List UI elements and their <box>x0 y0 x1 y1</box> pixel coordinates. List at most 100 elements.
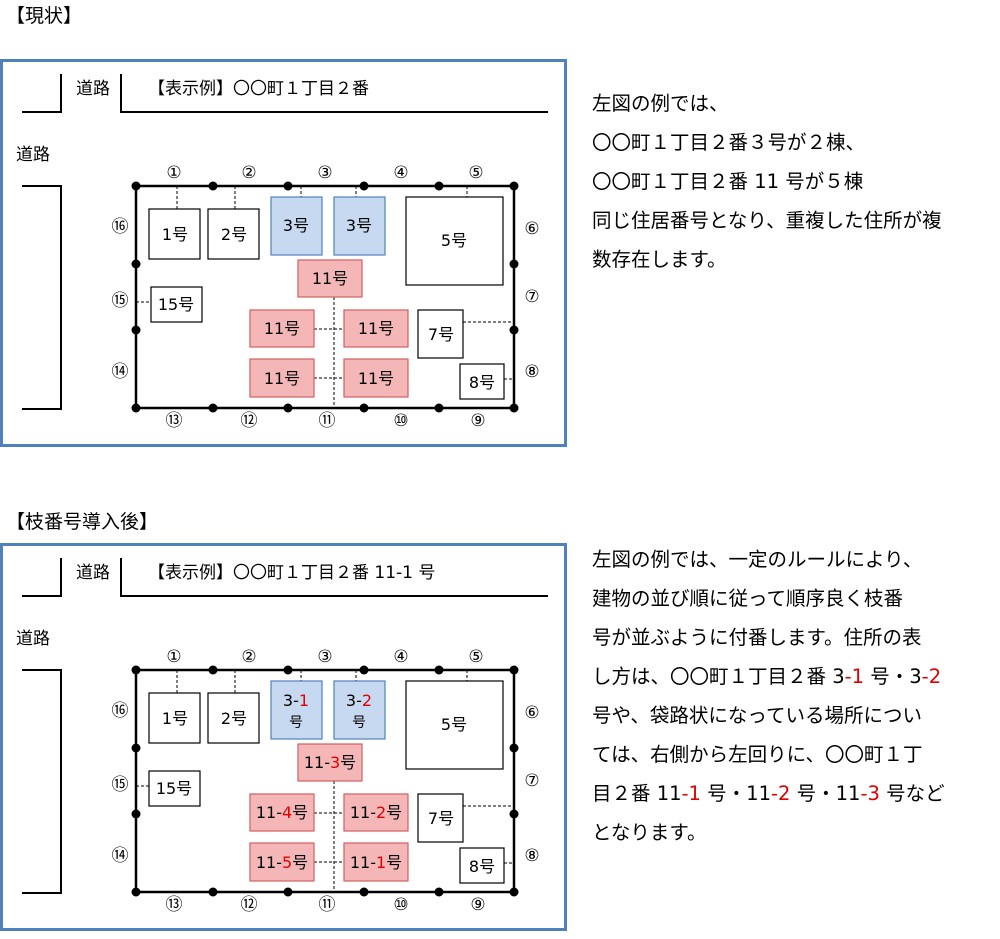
building-label: 2号 <box>221 225 247 244</box>
building-highlight-blue <box>270 196 323 256</box>
text-run-red: -1 <box>844 665 865 688</box>
building-label: 8号 <box>469 857 495 876</box>
point-dot <box>359 665 369 675</box>
point-dot <box>131 665 141 675</box>
point-dot <box>208 403 218 413</box>
label-prefix: 11- <box>304 753 330 772</box>
point-label: ⑬ <box>166 411 183 431</box>
point-dot <box>131 743 141 753</box>
building-highlight-blue <box>333 680 386 740</box>
buildings: 1号 2号 3-1 号 3-2 号 5号 11-3号 15号 11-4号 11-… <box>148 680 505 884</box>
point-dot <box>131 181 141 191</box>
building-label: 3号 <box>283 216 309 235</box>
building-highlight-red <box>297 259 363 298</box>
building-highlight-red <box>343 793 409 832</box>
building-highlight-blue <box>270 680 323 740</box>
point-dot <box>208 665 218 675</box>
boundary-points <box>131 665 519 897</box>
description-line: 同じ住居番号となり、重複した住所が複 <box>592 201 1000 240</box>
building <box>405 680 504 770</box>
description-line: ては、右側から左回りに、〇〇町１丁 <box>592 735 1000 774</box>
building-highlight-red <box>297 743 363 782</box>
branch-number: 1 <box>376 853 386 872</box>
example-label: 【表示例】〇〇町１丁目２番 <box>148 79 369 99</box>
point-labels: ① ② ③ ④ ⑤ ⑥ ⑦ ⑧ ⑨ ⑩ ⑪ ⑫ ⑬ ⑭ ⑮ ⑯ <box>112 163 540 431</box>
point-label: ⑫ <box>241 411 258 431</box>
text-run-red: -1 <box>681 782 701 805</box>
text-run: 号・11 <box>790 782 861 805</box>
building <box>417 309 464 359</box>
building-label: 11号 <box>264 369 300 388</box>
building-label: 3-2 <box>346 691 372 710</box>
building <box>207 692 260 744</box>
point-dot <box>359 181 369 191</box>
text-run: 同じ住居番号となり、重複した住所が複 <box>592 209 942 232</box>
building-label: 11号 <box>264 319 300 338</box>
point-label: ⑨ <box>470 411 485 431</box>
description-line: 左図の例では、一定のルールにより、 <box>592 540 1000 579</box>
point-dot <box>509 325 519 335</box>
building-label: 11号 <box>312 269 348 288</box>
point-label: ⑥ <box>524 219 539 239</box>
point-label: ⑧ <box>524 846 539 866</box>
point-label: ⑭ <box>112 362 129 382</box>
building-label: 7号 <box>428 325 454 344</box>
text-run: となります。 <box>592 821 707 844</box>
label-suffix: 号 <box>386 853 402 872</box>
text-run: 〇〇町１丁目２番３号が２棟、 <box>592 131 866 154</box>
point-label: ⑩ <box>393 895 408 915</box>
boundary-points <box>131 181 519 413</box>
text-run: 〇〇町１丁目２番 11 号が５棟 <box>592 170 864 193</box>
branch-number: 5 <box>282 853 292 872</box>
building-label: 3号 <box>346 216 372 235</box>
branch-number: 4 <box>282 803 292 822</box>
building-label: 11-2号 <box>350 803 402 822</box>
text-run: 号など <box>879 782 945 805</box>
point-dot <box>509 809 519 819</box>
point-dot <box>208 181 218 191</box>
point-label: ⑭ <box>112 846 129 866</box>
building <box>148 208 201 260</box>
description-line: 号が並ぶように付番します。住所の表 <box>592 618 1000 657</box>
point-dot <box>208 887 218 897</box>
road-left-label: 道路 <box>16 629 50 649</box>
example-label: 【表示例】〇〇町１丁目２番 11-1 号 <box>148 563 435 583</box>
building <box>405 196 504 286</box>
point-dot <box>131 887 141 897</box>
section-heading-after: 【枝番号導入後】 <box>6 511 159 533</box>
text-run: 数存在します。 <box>592 248 727 271</box>
point-label: ④ <box>393 163 408 183</box>
road-top-label: 道路 <box>76 79 110 99</box>
dashed-connectors <box>136 186 514 408</box>
description-line: 号や、袋路状になっている場所につい <box>592 696 1000 735</box>
point-label: ② <box>241 647 256 667</box>
building-label: 15号 <box>156 779 192 798</box>
point-label: ② <box>241 163 256 183</box>
building <box>459 363 505 400</box>
building-label: 3-1 <box>283 691 309 710</box>
point-label: ③ <box>317 163 332 183</box>
description-current: 左図の例では、 〇〇町１丁目２番３号が２棟、 〇〇町１丁目２番 11 号が５棟 … <box>592 84 1000 279</box>
point-label: ⑤ <box>468 647 483 667</box>
branch-number: 2 <box>376 803 386 822</box>
building-highlight-red <box>249 358 315 398</box>
point-dot <box>509 887 519 897</box>
building-label: 11-5号 <box>256 853 308 872</box>
building-label: 2号 <box>221 709 247 728</box>
diagram-panel-after: 道路 【表示例】〇〇町１丁目２番 11-1 号 道路 <box>0 543 567 931</box>
building-label: 1号 <box>162 225 188 244</box>
point-dot <box>131 325 141 335</box>
label-prefix: 11- <box>256 803 282 822</box>
branch-number: 2 <box>362 691 372 710</box>
point-label: ④ <box>393 647 408 667</box>
point-dot <box>509 743 519 753</box>
description-after: 左図の例では、一定のルールにより、 建物の並び順に従って順序良く枝番 号が並ぶよ… <box>592 540 1000 852</box>
point-label: ⑤ <box>468 163 483 183</box>
block-outline <box>134 184 516 410</box>
point-dot <box>509 259 519 269</box>
building-label: 11号 <box>358 369 394 388</box>
building-highlight-red <box>343 842 409 882</box>
point-dot <box>434 665 444 675</box>
point-dot <box>283 887 293 897</box>
building-label-suffix: 号 <box>289 715 303 731</box>
